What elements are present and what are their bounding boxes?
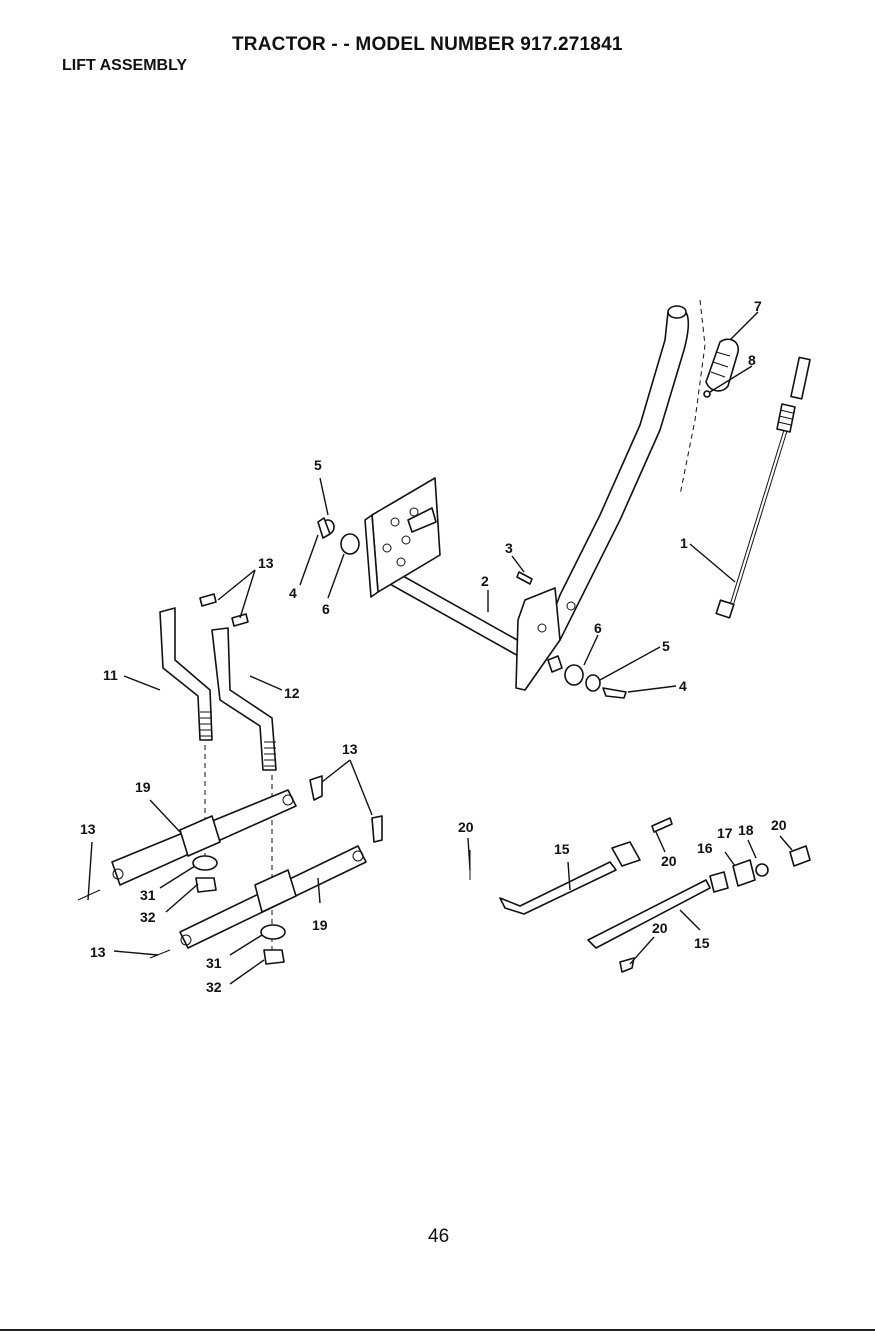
clip-13-c bbox=[310, 776, 322, 800]
callout-32-upper: 32 bbox=[140, 909, 156, 925]
callout-4-upper: 4 bbox=[289, 585, 297, 601]
callout-20-lower: 20 bbox=[652, 920, 668, 936]
washer-18 bbox=[756, 864, 768, 876]
callout-5-upper: 5 bbox=[314, 457, 322, 473]
clip-20-right bbox=[790, 846, 810, 866]
pin bbox=[517, 572, 532, 584]
callout-16: 16 bbox=[697, 840, 713, 856]
callout-7: 7 bbox=[754, 298, 762, 314]
bushing-left bbox=[341, 534, 359, 554]
callout-32-lower: 32 bbox=[206, 979, 222, 995]
callout-13-upper: 13 bbox=[258, 555, 274, 571]
callout-20-right: 20 bbox=[771, 817, 787, 833]
ring bbox=[704, 391, 710, 397]
spacer-31-lower bbox=[261, 925, 285, 939]
bushing-right bbox=[565, 665, 583, 685]
nut-32-upper bbox=[196, 878, 216, 892]
callout-11: 11 bbox=[103, 667, 118, 683]
rod-15-upper bbox=[500, 818, 672, 914]
callout-20-mid: 20 bbox=[661, 853, 677, 869]
callout-19-upper: 19 bbox=[135, 779, 151, 795]
nut-32-lower bbox=[264, 950, 284, 964]
callout-6-right: 6 bbox=[594, 620, 602, 636]
callout-15-upper: 15 bbox=[554, 841, 570, 857]
callout-3: 3 bbox=[505, 540, 513, 556]
callout-2: 2 bbox=[481, 573, 489, 589]
callout-4-right: 4 bbox=[679, 678, 687, 694]
washer-right bbox=[586, 675, 600, 691]
callout-17: 17 bbox=[717, 825, 733, 841]
callout-13-mid: 13 bbox=[342, 741, 358, 757]
spacer-31-upper bbox=[193, 856, 217, 870]
bracket-17 bbox=[733, 860, 755, 886]
callout-6-upper: 6 bbox=[322, 601, 330, 617]
callout-12: 12 bbox=[284, 685, 300, 701]
callout-19-lower: 19 bbox=[312, 917, 328, 933]
clip-13-a bbox=[200, 594, 216, 606]
callout-8: 8 bbox=[748, 352, 756, 368]
callout-13-lower: 13 bbox=[90, 944, 106, 960]
lift-link-left bbox=[160, 608, 212, 740]
lift-link-right bbox=[212, 628, 276, 770]
callout-18: 18 bbox=[738, 822, 754, 838]
callout-5-right: 5 bbox=[662, 638, 670, 654]
callout-31-lower: 31 bbox=[206, 955, 222, 971]
callout-1: 1 bbox=[680, 535, 688, 551]
clip-13-d bbox=[372, 816, 382, 842]
callout-31-upper: 31 bbox=[140, 887, 156, 903]
callout-15-lower: 15 bbox=[694, 935, 710, 951]
lift-shaft bbox=[372, 562, 575, 690]
page-number: 46 bbox=[428, 1226, 449, 1248]
callout-13-left: 13 bbox=[80, 821, 96, 837]
callout-20-left: 20 bbox=[458, 819, 474, 835]
clip-right bbox=[603, 688, 626, 698]
handle-grip bbox=[706, 339, 738, 391]
lift-handle bbox=[545, 306, 688, 640]
